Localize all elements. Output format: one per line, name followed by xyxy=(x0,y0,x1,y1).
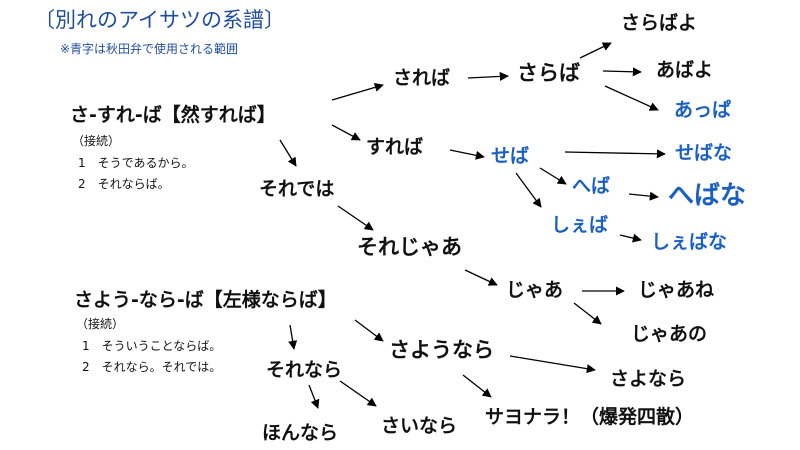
arrow-heba-hebana xyxy=(628,191,659,201)
word-saraba: さらば xyxy=(517,61,580,85)
word-sebana: せばな xyxy=(675,142,733,164)
word-sorejaa: それじゃあ xyxy=(357,235,462,259)
word-jaano: じゃあの xyxy=(631,323,708,345)
word-seba: せば xyxy=(491,145,530,167)
arrow-sureba-seba xyxy=(449,149,485,160)
arrow-sheba-shebana xyxy=(619,233,642,243)
root-subtitle: （接続） xyxy=(76,317,125,331)
arrow-sayounara-sayonara xyxy=(509,355,596,374)
arrow-sayounara-katakana xyxy=(462,374,492,398)
arrow-saraba-appa xyxy=(604,85,659,111)
word-sheba: しぇば xyxy=(551,214,609,236)
word-sureba: すれば xyxy=(366,136,424,158)
word-sorenara: それなら xyxy=(266,359,343,381)
root-sense-1: 1 そういうことならば。 xyxy=(82,339,222,353)
arrow-jaa-jaano xyxy=(573,302,602,325)
word-honnara: ほんなら xyxy=(262,422,339,444)
arrow-seba-heba xyxy=(539,167,567,185)
root-sense-1: 1 そうであるから。 xyxy=(78,156,194,170)
root-heading-sayounaraba: さよう-なら-ば【左様ならば】 xyxy=(74,289,337,311)
word-jaane: じゃあね xyxy=(638,279,715,301)
word-heba: へば xyxy=(572,175,611,197)
arrow-saraba-sarabayo xyxy=(579,42,612,59)
arrow-sasureba-soredeha xyxy=(279,139,297,167)
word-soredeha: それでは xyxy=(259,178,335,200)
word-sayonara-katakana: サヨナラ！（爆発四散） xyxy=(485,406,695,428)
word-hebana: へばな xyxy=(668,181,747,211)
word-sayounara: さようなら xyxy=(389,338,494,362)
arrow-seba-sebana xyxy=(564,149,666,159)
arrow-saraba-abayo xyxy=(602,67,642,77)
arrow-sasureba-sureba xyxy=(331,124,361,141)
root-subtitle: （接続） xyxy=(72,134,121,148)
word-appa: あっぱ xyxy=(674,99,732,121)
arrow-sayounaraba-sayounara xyxy=(354,319,384,342)
arrow-sasureba-sareba xyxy=(331,82,384,101)
root-sense-2: 2 それなら。それでは。 xyxy=(82,360,222,374)
legend-note: ※青字は秋田弁で使用される範囲 xyxy=(60,42,239,56)
word-abayo: あばよ xyxy=(656,59,714,81)
arrow-sorenara-honnara xyxy=(308,384,320,409)
diagram-title: 〔別れのアイサツの系譜〕 xyxy=(34,8,285,32)
word-shebana: しぇばな xyxy=(651,231,728,253)
arrow-soredeha-sorejaa xyxy=(337,205,374,231)
arrow-seba-sheba xyxy=(515,172,542,208)
word-jaa: じゃあ xyxy=(506,279,564,301)
word-sarabayo: さらばよ xyxy=(621,12,698,34)
word-sayonara: さよなら xyxy=(610,368,687,390)
arrow-sayounaraba-sorenara xyxy=(288,324,298,350)
root-sense-2: 2 それならば。 xyxy=(78,177,170,191)
word-sareba: されば xyxy=(393,67,451,89)
root-heading-sasureba: さ-すれ-ば【然すれば】 xyxy=(70,104,276,126)
word-sainara: さいなら xyxy=(381,415,458,437)
arrow-sareba-saraba xyxy=(467,71,509,81)
arrow-sorenara-sainara xyxy=(339,380,377,407)
arrow-sorejaa-jaa xyxy=(464,269,498,286)
